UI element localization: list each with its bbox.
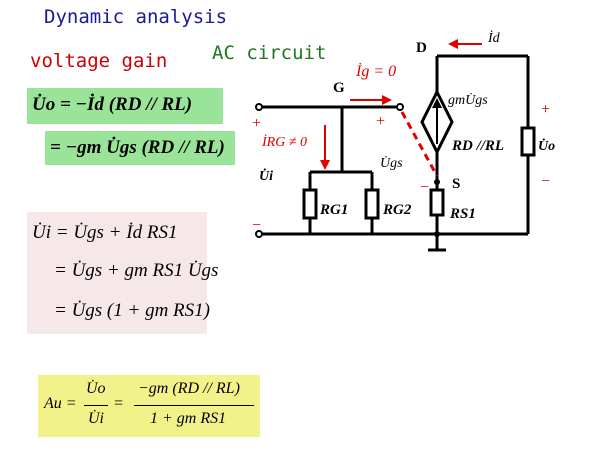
input-voltage-box xyxy=(27,212,207,334)
voltage-gain-heading: voltage gain xyxy=(30,50,168,72)
ground-node xyxy=(434,231,440,237)
irg-arrow-head xyxy=(320,160,330,170)
output-voltage-eq-line1: U̇o = −İd (RD // RL) xyxy=(32,94,193,115)
input-voltage-eq-line3: = U̇gs (1 + gm RS1) xyxy=(54,300,210,321)
ui-label: U̇i xyxy=(259,167,273,184)
gain-frac1-numerator: U̇o xyxy=(86,380,106,397)
gain-frac2-denominator: 1 + gm RS1 xyxy=(150,410,227,427)
rd-rl-resistor xyxy=(520,126,536,157)
ac-circuit-heading: AC circuit xyxy=(212,42,327,64)
source-node xyxy=(434,179,440,185)
ig-label: İg = 0 xyxy=(355,62,396,80)
node-g-label: G xyxy=(333,80,345,96)
id-label: İd xyxy=(487,30,501,46)
rg2-label: RG2 xyxy=(382,202,412,218)
ig-arrow-head xyxy=(382,95,392,105)
gain-frac1-bar xyxy=(84,405,108,406)
rs1-resistor xyxy=(429,188,445,217)
gate-dashed-link xyxy=(400,111,439,177)
node-d-label: D xyxy=(416,40,427,56)
input-voltage-eq-line2: = U̇gs + gm RS1 U̇gs xyxy=(54,260,219,281)
input-terminal-bottom xyxy=(255,230,263,238)
gain-formula-equals: = xyxy=(114,395,124,412)
rd-rl-label: RD //RL xyxy=(451,138,504,154)
input-terminal-top xyxy=(255,103,263,111)
uo-label: U̇o xyxy=(538,137,555,154)
uo-plus-sign: + xyxy=(541,101,550,118)
output-voltage-eq-line2: = −gm U̇gs (RD // RL) xyxy=(50,137,225,158)
rg1-resistor xyxy=(302,188,318,220)
gain-frac1-denominator: U̇i xyxy=(88,410,104,427)
input-voltage-eq-line1: U̇i = U̇gs + İd RS1 xyxy=(32,222,178,243)
node-s-label: S xyxy=(452,176,460,192)
id-arrow-head xyxy=(448,39,458,49)
gain-frac2-bar xyxy=(134,405,254,406)
source-arrow-head xyxy=(432,98,442,108)
uo-minus-sign: − xyxy=(541,173,550,190)
ui-plus-sign: + xyxy=(252,115,261,132)
rg2-resistor xyxy=(364,188,380,220)
output-voltage-box-line2 xyxy=(45,131,235,165)
rg1-label: RG1 xyxy=(319,202,348,218)
ugs-label: U̇gs xyxy=(380,155,403,171)
gain-formula-box xyxy=(38,375,260,437)
gain-frac2-numerator: −gm (RD // RL) xyxy=(138,380,240,397)
page-title: Dynamic analysis xyxy=(44,6,228,28)
ui-minus-sign: − xyxy=(252,217,261,234)
ugs-plus-sign: + xyxy=(376,113,385,130)
gain-formula-lhs: Au = xyxy=(44,395,77,412)
source-label: gmU̇gs xyxy=(448,92,488,108)
irg-label: İRG ≠ 0 xyxy=(261,134,307,150)
rs1-label: RS1 xyxy=(449,206,476,222)
gate-terminal xyxy=(396,103,404,111)
ugs-minus-sign: − xyxy=(420,179,429,196)
output-voltage-box xyxy=(27,88,223,124)
